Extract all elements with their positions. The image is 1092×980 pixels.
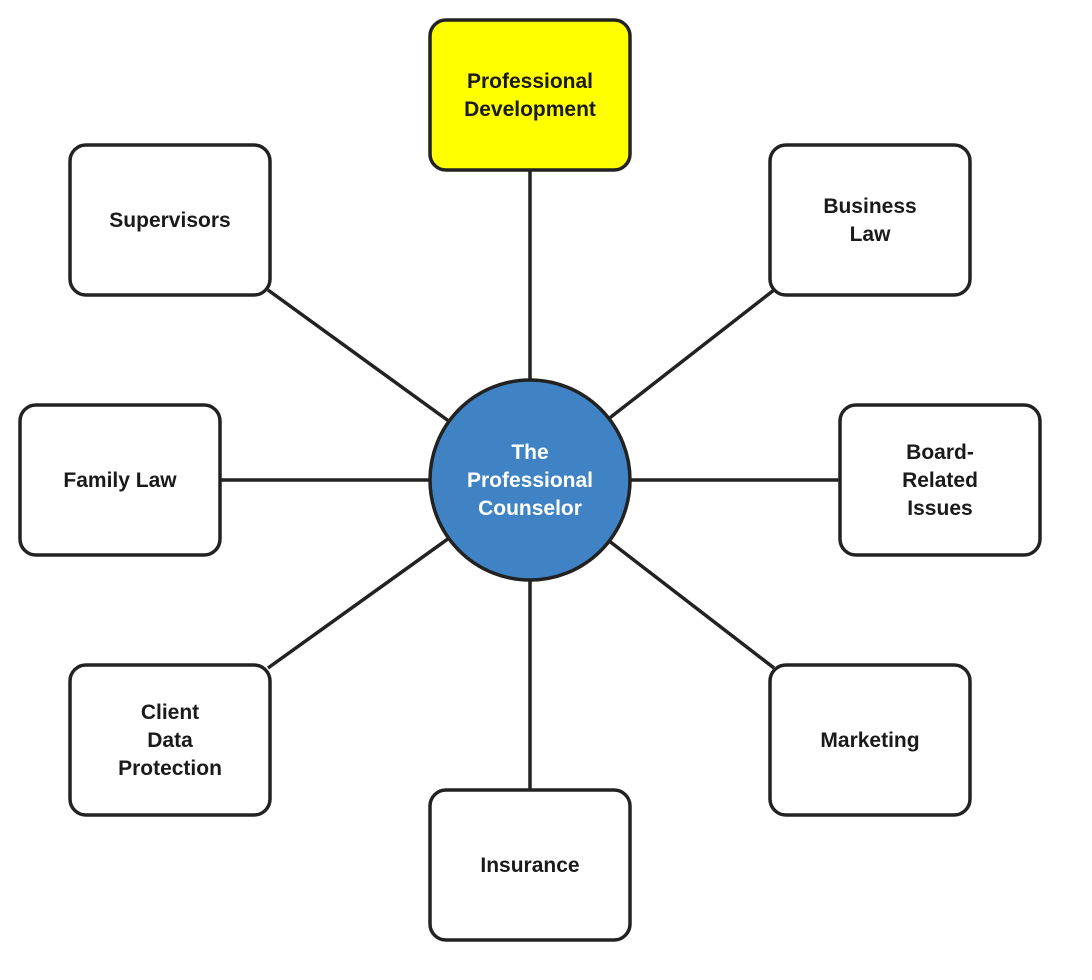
node-box-board-related-issues xyxy=(838,403,1042,557)
node-label-board-related-issues-line-0: Board- xyxy=(906,441,974,464)
node-insurance: Insurance xyxy=(428,788,632,942)
center-label-line-0: The xyxy=(511,441,548,464)
node-box-family-law xyxy=(18,403,222,557)
node-label-family-law-line-0: Family Law xyxy=(63,469,177,492)
node-box-insurance xyxy=(428,788,632,942)
center-circle xyxy=(428,378,632,582)
node-marketing: Marketing xyxy=(768,663,972,817)
node-label-professional-development-line-0: Professional xyxy=(467,70,593,93)
node-supervisors: Supervisors xyxy=(68,143,272,297)
node-label-supervisors-line-0: Supervisors xyxy=(109,209,230,232)
node-label-insurance-line-0: Insurance xyxy=(480,854,579,877)
center-label-line-1: Professional xyxy=(467,469,593,492)
center-label-line-2: Counselor xyxy=(478,497,582,520)
node-label-marketing-line-0: Marketing xyxy=(820,729,919,752)
node-label-client-data-protection-line-1: Data xyxy=(147,729,193,752)
node-label-business-law-line-0: Business xyxy=(823,195,916,218)
node-box-supervisors xyxy=(68,143,272,297)
node-label-client-data-protection-line-0: Client xyxy=(141,701,199,724)
node-box-marketing xyxy=(768,663,972,817)
node-label-business-law-line-1: Law xyxy=(850,223,892,246)
node-label-board-related-issues-line-2: Issues xyxy=(907,497,972,520)
node-box-professional-development xyxy=(428,18,632,172)
node-label-professional-development-line-1: Development xyxy=(464,98,596,121)
node-family-law: Family Law xyxy=(18,403,222,557)
node-box-client-data-protection xyxy=(68,663,272,817)
node-label-client-data-protection-line-2: Protection xyxy=(118,757,222,780)
node-label-board-related-issues-line-1: Related xyxy=(902,469,978,492)
node-boxes: ProfessionalDevelopmentBusinessLawBoard-… xyxy=(18,18,1042,942)
node-box-business-law xyxy=(768,143,972,297)
